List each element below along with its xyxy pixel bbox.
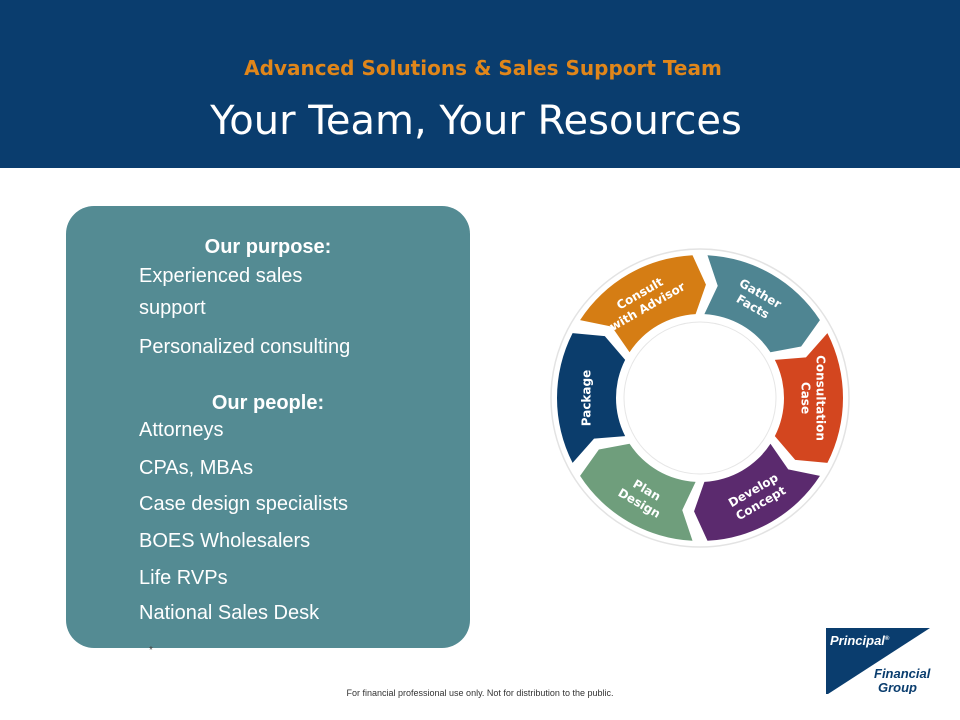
- people-item: Life RVPs: [139, 567, 228, 589]
- purpose-item: Personalized consulting: [139, 336, 351, 358]
- logo-text-group: Group: [878, 680, 917, 694]
- header-banner: Advanced Solutions & Sales Support Team …: [0, 0, 960, 168]
- cycle-label-line: Package: [580, 370, 594, 427]
- cycle-segment: [557, 333, 626, 463]
- cycle-segment: [704, 255, 820, 353]
- cycle-segment-label: Package: [580, 370, 594, 427]
- cycle-label-line: Case: [799, 382, 813, 414]
- people-item: National Sales Desk: [139, 602, 320, 624]
- cycle-segment: [774, 333, 843, 463]
- cycle-segment: [580, 255, 706, 353]
- people-item: Attorneys: [139, 419, 224, 441]
- logo-text-financial: Financial: [874, 666, 931, 681]
- people-heading: Our people:: [211, 392, 325, 414]
- footnote-asterisk: *: [149, 645, 153, 656]
- principal-logo: Principal® Financial Group: [826, 628, 931, 694]
- page-title: Your Team, Your Resources: [210, 98, 742, 144]
- people-item: CPAs, MBAs: [139, 457, 254, 479]
- cycle-inner-circle: [623, 321, 777, 475]
- people-item: Case design specialists: [139, 493, 348, 515]
- disclaimer-text: For financial professional use only. Not…: [346, 688, 614, 698]
- info-panel: Our purpose: Experienced sales support P…: [66, 206, 470, 648]
- purpose-item: Experienced sales: [139, 265, 303, 287]
- cycle-label-line: Consultation: [814, 355, 828, 441]
- team-subtitle: Advanced Solutions & Sales Support Team: [244, 56, 722, 80]
- cycle-segment-label: ConsultationCase: [799, 355, 828, 441]
- purpose-heading: Our purpose:: [204, 236, 332, 258]
- people-item: BOES Wholesalers: [139, 530, 311, 552]
- cycle-segment: [580, 443, 696, 541]
- logo-text-principal: Principal®: [830, 633, 890, 648]
- purpose-item: support: [139, 297, 206, 319]
- logo-mark: [826, 628, 930, 694]
- cycle-segment: [694, 443, 820, 541]
